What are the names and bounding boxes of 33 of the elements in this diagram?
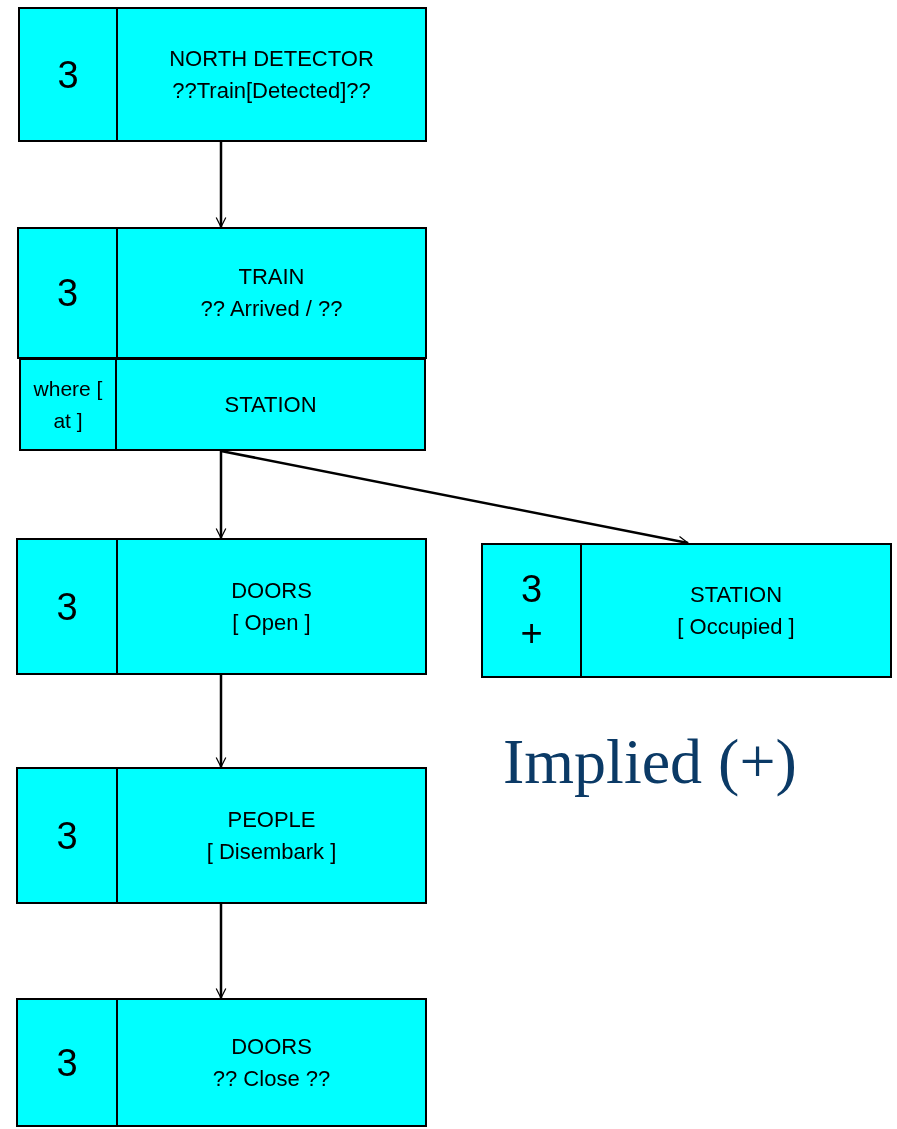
arrow [215,904,227,999]
state-box [16,538,427,675]
count-text: 3 [57,52,79,97]
state-condition: ?? Arrived / ?? [200,295,343,323]
count-text: 3 [56,584,78,629]
state-box [17,227,427,359]
arrow [215,675,227,768]
state-box [18,7,427,142]
state-condition: [ Disembark ] [206,837,337,866]
state-condition: [ Occupied ] [677,612,795,641]
state-box [16,767,427,904]
state-condition: [ Open ] [232,608,311,637]
count-text: 3 [56,1040,78,1085]
state-name: STATION [224,390,317,419]
state-box [16,998,427,1127]
state-name: NORTH DETECTOR [169,44,374,73]
count-text: 3 [56,271,79,315]
count-text: 3 [520,566,543,611]
count-text: 3 [56,813,78,858]
note-text: Implied (+) [503,725,797,799]
state-name: STATION [689,580,783,609]
state-name: DOORS [231,1032,312,1061]
state-box [19,358,426,451]
state-condition: ??Train[Detected]?? [172,76,371,105]
state-condition: ?? Close ?? [212,1064,331,1093]
state-name: DOORS [231,576,312,605]
arrow [215,142,227,228]
state-name: PEOPLE [227,805,316,834]
qualifier-text: where [ at ] [33,375,103,434]
state-name: TRAIN [238,263,305,291]
arrow [215,451,227,539]
state-box [481,543,892,678]
count-text: + [520,610,543,655]
